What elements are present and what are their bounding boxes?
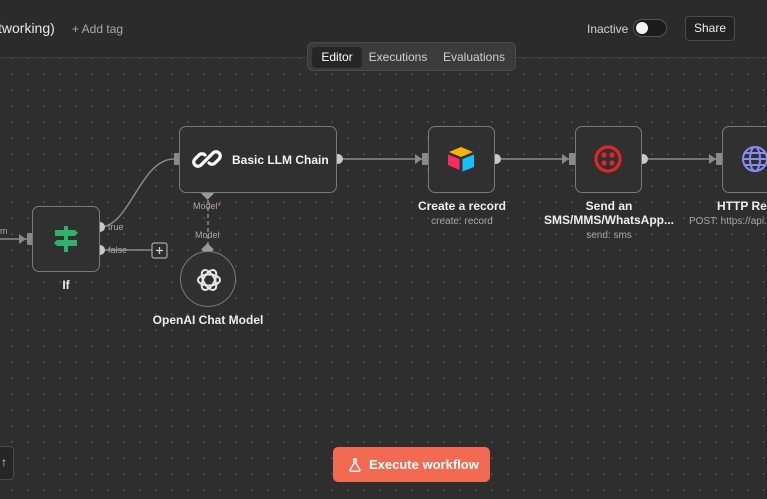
send-sms-subtitle: send: sms <box>586 230 632 241</box>
input-handle-sms[interactable] <box>569 153 575 165</box>
signpost-icon <box>54 226 78 252</box>
arrow-head-http <box>709 154 716 164</box>
arrow-head-if <box>19 234 26 244</box>
workflow-title[interactable]: tworking) <box>0 20 55 36</box>
execute-workflow-label: Execute workflow <box>369 457 479 472</box>
canvas-control-button[interactable]: ↑ <box>0 446 14 480</box>
chat-model-port-label: Model <box>195 230 220 240</box>
airtable-icon <box>448 147 474 172</box>
openai-chat-model-node[interactable] <box>180 251 236 307</box>
create-record-node[interactable] <box>428 126 495 193</box>
if-node-label: If <box>62 278 70 292</box>
twilio-icon <box>594 145 622 173</box>
incoming-connection-label: m <box>0 226 8 236</box>
view-tabs: Editor Executions Evaluations <box>307 42 516 71</box>
input-handle-record[interactable] <box>422 153 428 165</box>
true-output-label: true <box>108 222 124 232</box>
if-node[interactable] <box>32 206 100 272</box>
input-handle-http[interactable] <box>716 153 722 165</box>
tab-executions[interactable]: Executions <box>368 50 428 64</box>
basic-llm-chain-label: Basic LLM Chain <box>232 153 329 167</box>
input-handle-if[interactable] <box>27 233 33 245</box>
plus-icon[interactable] <box>151 242 168 259</box>
toggle-knob <box>636 22 648 34</box>
http-request-label: HTTP Re <box>717 199 767 213</box>
false-output-label: false <box>108 245 128 255</box>
create-record-subtitle: create: record <box>431 216 493 227</box>
share-button[interactable]: Share <box>685 16 735 41</box>
arrow-head-sms <box>562 154 569 164</box>
http-request-node[interactable] <box>722 126 767 193</box>
globe-icon <box>742 146 767 172</box>
active-status-label: Inactive <box>587 22 629 36</box>
required-marker: * <box>217 201 222 211</box>
chain-link-icon <box>192 150 222 168</box>
basic-llm-chain-node[interactable]: Basic LLM Chain <box>179 126 337 193</box>
tab-evaluations[interactable]: Evaluations <box>442 50 506 64</box>
openai-icon <box>197 269 221 291</box>
openai-chat-model-label: OpenAI Chat Model <box>152 313 264 327</box>
arrow-up-icon: ↑ <box>1 455 7 469</box>
send-sms-label-line2: SMS/MMS/WhatsApp... <box>544 213 674 227</box>
tab-editor[interactable]: Editor <box>312 47 362 68</box>
llm-model-port-label: Model* <box>193 201 221 211</box>
arrow-head-record <box>415 154 422 164</box>
http-request-subtitle: POST: https://api.c <box>689 216 767 227</box>
flask-icon <box>349 458 361 472</box>
active-toggle[interactable] <box>633 19 667 37</box>
add-tag-button[interactable]: + Add tag <box>72 22 124 36</box>
create-record-label: Create a record <box>417 199 507 213</box>
llm-model-port-text: Model <box>193 201 218 211</box>
connection-true-to-llm <box>99 158 175 228</box>
send-sms-node[interactable] <box>575 126 642 193</box>
execute-workflow-button[interactable]: Execute workflow <box>333 447 490 482</box>
input-handle-llm[interactable] <box>174 153 180 165</box>
send-sms-label-line1: Send an <box>585 199 633 213</box>
